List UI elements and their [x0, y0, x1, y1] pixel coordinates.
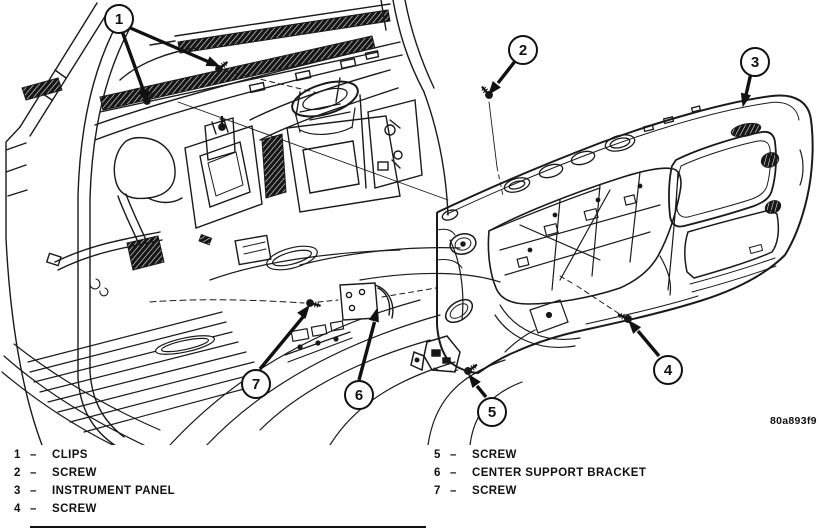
- legend-item-dash: –: [450, 449, 457, 461]
- screw-2: [478, 84, 504, 197]
- legend-item-dash: –: [30, 467, 37, 479]
- legend-item-dash: –: [30, 449, 37, 461]
- figure-code: 80a893f9: [770, 415, 817, 427]
- legend-item-dash: –: [30, 503, 37, 515]
- callout-1-num: 1: [114, 10, 124, 28]
- legend-item-label: CLIPS: [52, 449, 88, 461]
- callout-arrow-6: [357, 307, 379, 381]
- callout-6-num: 6: [354, 386, 364, 404]
- callout-4: 4: [653, 355, 683, 385]
- legend-column-left: 1 – CLIPS 2 – SCREW 3 – INSTRUMENT PANEL…: [14, 449, 175, 521]
- side-vent: [449, 233, 477, 255]
- instrument-panel-art: [410, 84, 814, 377]
- legend-item-3: 3 – INSTRUMENT PANEL: [14, 485, 175, 503]
- center-support-bracket: [317, 282, 437, 321]
- callout-arrow-4: [628, 319, 661, 358]
- airbag-door: [668, 130, 777, 228]
- legend-item-num: 6: [434, 467, 441, 479]
- callout-arrow-1b: [127, 25, 221, 67]
- instrument-panel-outline: [436, 94, 814, 375]
- legend-item-dash: –: [450, 467, 457, 479]
- a-pillar-left: [5, 2, 131, 445]
- legend-item-5: 5 – SCREW: [434, 449, 646, 467]
- legend-item-num: 2: [14, 467, 21, 479]
- legend-item-2: 2 – SCREW: [14, 467, 175, 485]
- legend-item-num: 7: [434, 485, 441, 497]
- legend-item-6: 6 – CENTER SUPPORT BRACKET: [434, 467, 646, 485]
- legend-item-7: 7 – SCREW: [434, 485, 646, 503]
- callout-3-num: 3: [750, 53, 760, 71]
- callout-5-num: 5: [487, 403, 497, 421]
- legend-item-num: 4: [14, 503, 21, 515]
- legend-item-dash: –: [30, 485, 37, 497]
- speaker-grilles: [730, 122, 804, 214]
- legend-item-num: 3: [14, 485, 21, 497]
- glove-box: [684, 209, 780, 293]
- callout-arrow-1a: [120, 30, 149, 105]
- steering-column-area: [494, 299, 581, 353]
- legend-item-label: SCREW: [472, 449, 517, 461]
- clip-screws: [141, 58, 319, 107]
- callout-arrow-7: [258, 304, 310, 371]
- legend-item-num: 1: [14, 449, 21, 461]
- bottom-rule: [30, 526, 426, 528]
- legend-item-label: SCREW: [52, 503, 97, 515]
- callout-1: 1: [104, 4, 134, 34]
- a-pillar-right: [359, 0, 449, 216]
- parking-brake-pedal: [45, 193, 213, 297]
- callout-4-num: 4: [663, 361, 673, 379]
- callout-arrow-3: [740, 72, 753, 108]
- cab-cutaway-art: [1, 0, 523, 445]
- legend-item-dash: –: [450, 485, 457, 497]
- callout-2-num: 2: [518, 41, 528, 59]
- legend-column-right: 5 – SCREW 6 – CENTER SUPPORT BRACKET 7 –…: [434, 449, 646, 503]
- cluster-opening: [487, 167, 682, 305]
- callout-arrow-2: [488, 58, 518, 96]
- defroster-vents: [441, 105, 702, 221]
- screw-4: [559, 275, 634, 325]
- callout-arrows: [120, 25, 753, 399]
- callout-7-num: 7: [251, 375, 261, 393]
- legend-item-label: SCREW: [472, 485, 517, 497]
- instrument-panel-removal-diagram: [1, 0, 814, 445]
- callout-arrow-5: [468, 373, 488, 399]
- floor-pan: [1, 239, 523, 445]
- legend-item-label: INSTRUMENT PANEL: [52, 485, 176, 497]
- callout-3: 3: [740, 47, 770, 77]
- callout-5: 5: [477, 397, 507, 427]
- callout-7: 7: [241, 369, 271, 399]
- hvac-housing: [113, 103, 401, 266]
- legend-item-4: 4 – SCREW: [14, 503, 175, 521]
- legend-item-label: SCREW: [52, 467, 97, 479]
- panel-left-end-cap: [410, 298, 474, 373]
- legend-item-num: 5: [434, 449, 441, 461]
- legend-item-1: 1 – CLIPS: [14, 449, 175, 467]
- callout-6: 6: [344, 380, 374, 410]
- legend-item-label: CENTER SUPPORT BRACKET: [472, 467, 647, 479]
- callout-2: 2: [508, 35, 538, 65]
